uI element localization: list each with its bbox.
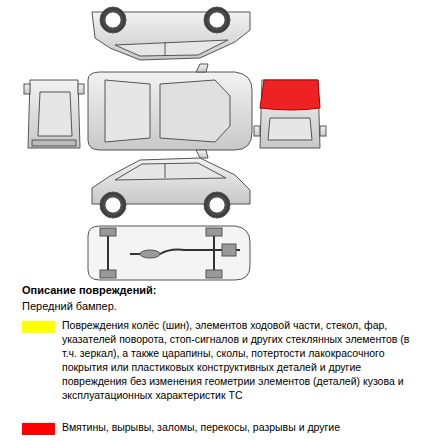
underside-view xyxy=(88,226,250,280)
legend-text: Повреждения колёс (шин), элементов ходов… xyxy=(62,318,414,402)
damage-heading: Описание повреждений: xyxy=(22,284,156,296)
side-view-flipped xyxy=(92,7,250,60)
front-bumper-damage xyxy=(260,80,320,110)
damage-description: Передний бампер. xyxy=(22,300,117,312)
front-view xyxy=(254,80,326,148)
side-view xyxy=(92,158,250,218)
rear-view xyxy=(24,80,84,148)
top-view xyxy=(88,64,252,158)
legend-swatch xyxy=(22,321,55,333)
legend-text: Вмятины, вырывы, заломы, перекосы, разры… xyxy=(62,420,414,434)
legend-swatch xyxy=(22,423,55,435)
